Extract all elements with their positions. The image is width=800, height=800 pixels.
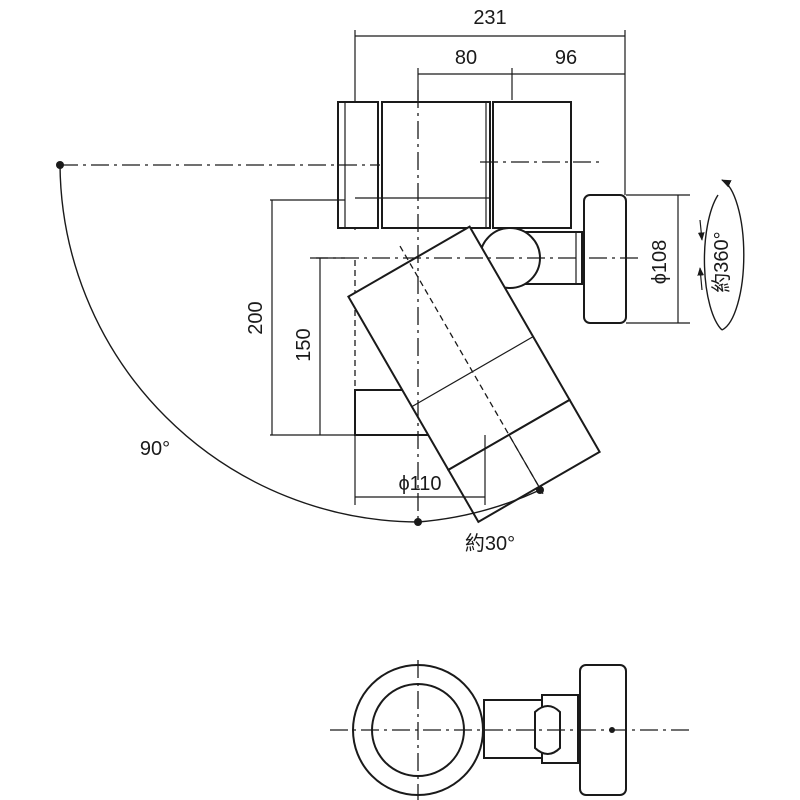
rotation-indicator (697, 179, 745, 331)
top-dimension-lines (354, 30, 626, 230)
base-diameter-label: ϕ108 (649, 240, 671, 285)
body-diameter-label: ϕ110 (398, 473, 441, 495)
height-total-label: 200 (245, 301, 267, 334)
tilt-swing-label: 90° (140, 438, 170, 460)
top-view (330, 660, 690, 800)
center-lines (60, 90, 640, 525)
base-width-label: 96 (555, 47, 577, 69)
lamp-upper-housing (337, 101, 572, 229)
offset-width-label: 80 (455, 47, 477, 69)
mounting-base (583, 194, 627, 324)
body-diameter-dimension (354, 435, 486, 505)
tilt-swing-arc (56, 161, 544, 526)
rotation-label: 約360° (710, 231, 733, 292)
overall-width-label: 231 (473, 7, 506, 29)
height-body-label: 150 (293, 328, 315, 361)
tilt-limit-label: 約30° (465, 532, 515, 555)
tilted-lamp-head (347, 225, 601, 524)
height-dimension-lines (270, 199, 355, 436)
base-diameter-dimension (626, 194, 690, 324)
